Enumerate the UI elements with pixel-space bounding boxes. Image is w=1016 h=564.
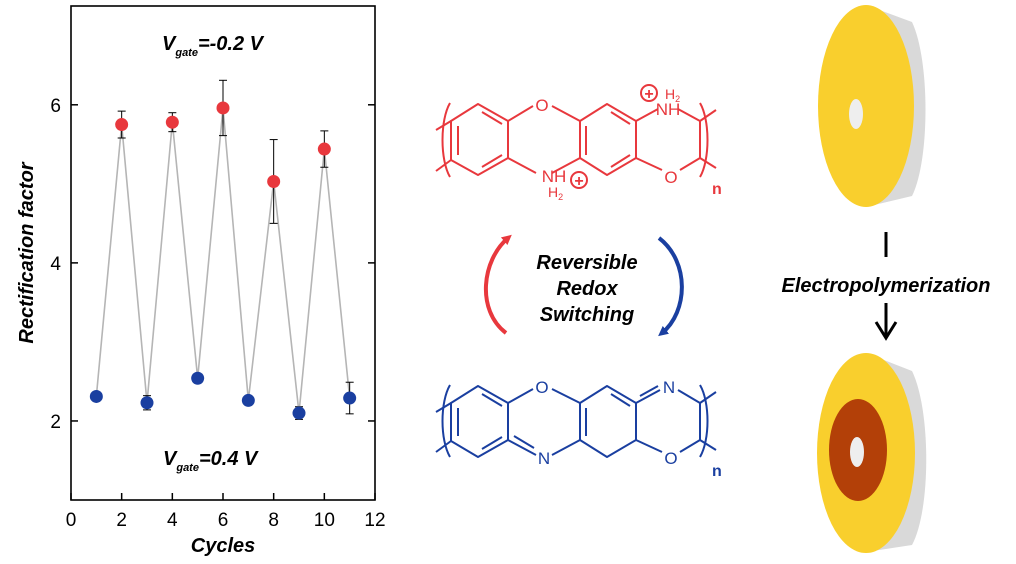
- disk-after: [817, 353, 927, 553]
- disk-pore: [849, 99, 863, 129]
- ring-3: [579, 103, 637, 176]
- data-points: [89, 101, 357, 420]
- bracket-left: [441, 102, 451, 178]
- bracket-right: [699, 384, 709, 458]
- bracket-left: [441, 384, 451, 458]
- ring-4: [635, 108, 701, 171]
- bond: [699, 109, 717, 122]
- ring-1: [450, 103, 509, 176]
- ring-3: [579, 385, 637, 458]
- data-point: [267, 174, 281, 188]
- data-point: [115, 118, 129, 132]
- x-tick-label: 12: [364, 510, 385, 531]
- charge-circle: [570, 171, 588, 189]
- x-tick-label: 8: [268, 510, 279, 531]
- disk-pore: [850, 437, 864, 467]
- atom-h2-left: H2: [548, 184, 563, 202]
- ring-3-double-bond: [610, 393, 631, 407]
- bond: [435, 402, 452, 413]
- arrow-up-red: [484, 234, 512, 335]
- x-axis: 0 2 4 6 8 10 12: [66, 493, 386, 531]
- arrow-down-blue: [657, 236, 684, 337]
- oxidized-polymer-labels: O O NH H2 NH H2 + + n: [535, 86, 721, 202]
- data-point: [292, 406, 306, 420]
- bond: [435, 159, 452, 172]
- y-axis: 2 4 6: [50, 96, 375, 433]
- switch-label-line-2: Redox: [556, 278, 618, 300]
- ring-4: [635, 389, 701, 453]
- x-tick-label: 4: [167, 510, 178, 531]
- ring-4-double-bond: [639, 385, 659, 397]
- bond: [435, 120, 452, 131]
- atom-nh-left: NH: [542, 167, 567, 186]
- ring-2: [507, 105, 581, 174]
- switch-label-line-3: Switching: [540, 304, 634, 326]
- bond: [435, 440, 452, 453]
- atom-n-bottom: N: [538, 449, 550, 468]
- oxidized-polymer-structure: [435, 84, 717, 189]
- ring-1-double-bond: [481, 393, 503, 407]
- disk-before: [818, 5, 926, 207]
- atom-h2-right: H2: [665, 86, 680, 104]
- data-point: [165, 115, 179, 129]
- y-axis-label: Rectification factor: [16, 161, 38, 343]
- y-tick-label: 6: [50, 96, 61, 117]
- atom-o-top: O: [535, 96, 548, 115]
- atom-o-right: O: [664, 449, 677, 468]
- charge-plus-top: +: [644, 86, 653, 103]
- repeat-n: n: [712, 181, 722, 198]
- ring-1-double-bond: [481, 111, 503, 125]
- bond: [699, 439, 717, 451]
- atom-o-top: O: [535, 378, 548, 397]
- bond: [699, 391, 717, 404]
- ring-3-double-bond: [610, 154, 631, 168]
- atom-nh-right: NH: [656, 100, 681, 119]
- switch-label-line-1: Reversible: [536, 252, 637, 274]
- ring-3-double-bond: [610, 111, 631, 125]
- reduced-polymer-structure: [435, 384, 717, 458]
- cycle-connector: [95, 107, 351, 414]
- data-point: [241, 393, 255, 407]
- process-label: Electropolymerization: [782, 275, 991, 297]
- connector-line: [95, 107, 351, 414]
- bracket-right: [699, 102, 709, 178]
- atom-n-right: N: [663, 378, 675, 397]
- y-tick-label: 4: [50, 254, 61, 275]
- ring-1: [450, 385, 509, 458]
- x-tick-label: 10: [314, 510, 335, 531]
- data-point: [216, 101, 230, 115]
- atom-o-right: O: [664, 168, 677, 187]
- ring-1-double-bond: [481, 436, 503, 450]
- ring-2: [507, 388, 581, 456]
- x-tick-label: 6: [218, 510, 229, 531]
- rectification-chart: 0 2 4 6 8 10 12 2 4 6 Cycles Rectification facto…: [16, 5, 386, 557]
- process-head: [874, 321, 898, 341]
- charge-plus-bottom: +: [574, 173, 583, 190]
- x-tick-label: 0: [66, 510, 77, 531]
- annotation-vgate-bottom: Vgate=0.4 V: [163, 448, 259, 474]
- ring-2-double-bond: [513, 435, 535, 449]
- reduced-polymer-labels: O N N O n: [535, 378, 721, 480]
- x-tick-label: 2: [116, 510, 127, 531]
- disk-face: [818, 5, 914, 207]
- data-point: [140, 396, 154, 410]
- repeat-n: n: [712, 463, 722, 480]
- data-point: [317, 142, 331, 156]
- y-tick-label: 2: [50, 412, 61, 433]
- x-axis-label: Cycles: [191, 535, 256, 557]
- data-point: [191, 371, 205, 385]
- ring-1-double-bond: [481, 154, 503, 168]
- data-point: [343, 391, 357, 405]
- redox-switch: Reversible Redox Switching: [484, 234, 684, 337]
- process-arrow: Electropolymerization: [782, 232, 991, 341]
- bond: [699, 157, 717, 169]
- data-point: [89, 389, 103, 403]
- charge-circle: [640, 84, 658, 102]
- annotation-vgate-top: Vgate=-0.2 V: [162, 33, 265, 59]
